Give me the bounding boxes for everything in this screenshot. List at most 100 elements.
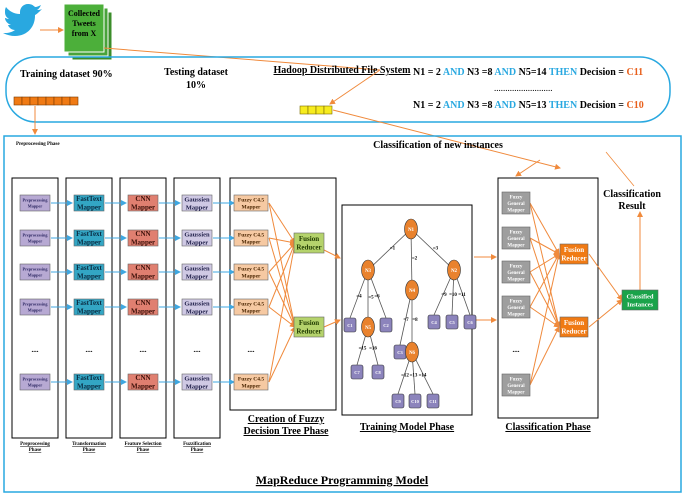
- fusion-reducer-classification-line: Fusion: [564, 246, 584, 254]
- tree-edge-label: =11: [458, 293, 466, 298]
- preprocessing-mapper-line: Mapper: [28, 203, 43, 208]
- fuzzy-to-fusion-arrow: [268, 326, 296, 383]
- svg-text:Phase: Phase: [83, 448, 96, 453]
- fuzzy-general-mapper-line: Fuzzy: [510, 195, 523, 200]
- rule-1: N1 = 2 AND N3 =8 AND N5=14 THEN Decision…: [413, 67, 643, 78]
- tweets-line-2: Tweets: [72, 19, 95, 28]
- tree-leaf-label: C11: [429, 399, 437, 404]
- gaussien-mapper-line: Gaussien: [184, 300, 210, 307]
- tree-node-label: N6: [409, 351, 416, 356]
- preprocessing-mapper-line: Preprocessing: [23, 267, 49, 272]
- fuzzy-to-fusion-arrow: [268, 202, 297, 328]
- cnn-mapper-line: CNN: [135, 195, 150, 203]
- tree-leaf-label: C8: [375, 370, 381, 375]
- gaussien-mapper-line: Mapper: [186, 239, 209, 246]
- fuzzy-c45-mapper-line: Fuzzy C4.5: [238, 197, 265, 203]
- tree-leaf-c5: C5: [445, 314, 459, 330]
- column-labels: Preprocessing Phase Transformation Phase…: [20, 442, 211, 453]
- gaussien-mapper-line: Gaussien: [184, 375, 210, 382]
- fuzzification-column: [173, 177, 221, 439]
- fusion-reducer-line: Reducer: [296, 328, 321, 336]
- fuzzy-general-mapper-line: General: [507, 306, 525, 311]
- tweets-line-1: Collected: [68, 9, 101, 18]
- preprocessing-mapper-line: Mapper: [28, 307, 43, 312]
- tree-node-n3: N3: [361, 259, 375, 281]
- fuzzy-to-fusion-arrow: [268, 237, 297, 328]
- row-ellipsis: ....: [32, 346, 39, 354]
- tree-edge-label: =14: [419, 374, 427, 379]
- tree-edge: [367, 228, 412, 271]
- general-to-reducer-arrow: [529, 271, 560, 328]
- preprocessing-mapper-line: Preprocessing: [23, 233, 49, 238]
- classification-new-arrow: [515, 159, 541, 177]
- cnn-mapper-line: Mapper: [131, 239, 155, 247]
- tree-leaf-c4: C4: [427, 314, 441, 330]
- tree-leaf-c7: C7: [350, 364, 364, 380]
- testing-dataset-percent: 10%: [186, 80, 206, 91]
- general-to-reducer-arrow: [529, 202, 561, 328]
- tree-edge-label: =9: [441, 293, 447, 298]
- fusion-reducer-classification-line: Reducer: [561, 328, 586, 336]
- cnn-mapper-line: Mapper: [131, 383, 155, 391]
- general-to-reducer-arrow: [529, 237, 560, 255]
- fasttext-mapper-line: Mapper: [77, 308, 101, 316]
- fasttext-mapper-line: FastText: [76, 195, 102, 203]
- cnn-mapper-line: Mapper: [131, 273, 155, 281]
- gaussien-mapper-line: Mapper: [186, 204, 209, 211]
- training-dataset-cells: [13, 96, 79, 106]
- preprocessing-header: Preprocessing Phase: [16, 142, 60, 147]
- svg-text:Fuzzification: Fuzzification: [183, 442, 211, 447]
- creation-title-2: Decision Tree Phase: [244, 426, 330, 437]
- classification-result-1: Classification: [603, 189, 661, 200]
- fuzzy-general-mapper-line: Mapper: [507, 312, 525, 317]
- tree-leaf-label: C9: [395, 399, 401, 404]
- fuzzy-general-mapper-line: Mapper: [507, 208, 525, 213]
- tree-leaf-label: C6: [467, 320, 473, 325]
- fuzzy-general-mapper-line: Mapper: [507, 243, 525, 248]
- preprocessing-mapper-line: Mapper: [28, 238, 43, 243]
- fuzzy-general-mapper-line: Mapper: [507, 277, 525, 282]
- tree-leaf-label: C4: [431, 320, 437, 325]
- tree-leaf-label: C2: [383, 323, 389, 328]
- cnn-mapper-line: Mapper: [131, 308, 155, 316]
- gaussien-mapper-line: Gaussien: [184, 265, 210, 272]
- svg-text:Phase: Phase: [137, 448, 150, 453]
- tree-edge-label: =8: [412, 318, 418, 323]
- general-to-reducer-arrow: [529, 237, 561, 328]
- fasttext-mapper-line: FastText: [76, 374, 102, 382]
- tree-node-n2: N2: [447, 259, 461, 281]
- tree-edge-label: =16: [369, 347, 377, 352]
- training-dataset-label: Training dataset 90%: [20, 69, 113, 80]
- cnn-mapper-line: Mapper: [131, 204, 155, 212]
- tree-leaf-label: C3: [397, 350, 403, 355]
- svg-text:Feature Selection: Feature Selection: [125, 442, 162, 447]
- row-ellipsis: ....: [194, 346, 201, 354]
- fusion-to-training-arrow: [323, 249, 341, 259]
- tree-node-label: N5: [365, 326, 372, 331]
- svg-text:Transformation: Transformation: [72, 442, 106, 447]
- tree-node-n4: N4: [405, 279, 419, 301]
- tree-edge: [410, 228, 455, 271]
- tree-leaf-c1: C1: [343, 317, 357, 333]
- fasttext-mapper-line: Mapper: [77, 273, 101, 281]
- tree-leaf-label: C10: [411, 399, 419, 404]
- tree-edge-label: =13: [410, 374, 418, 379]
- rule-2: N1 = 2 AND N3 =8 AND N5=13 THEN Decision…: [413, 100, 644, 111]
- preprocessing-mapper-line: Preprocessing: [23, 302, 49, 307]
